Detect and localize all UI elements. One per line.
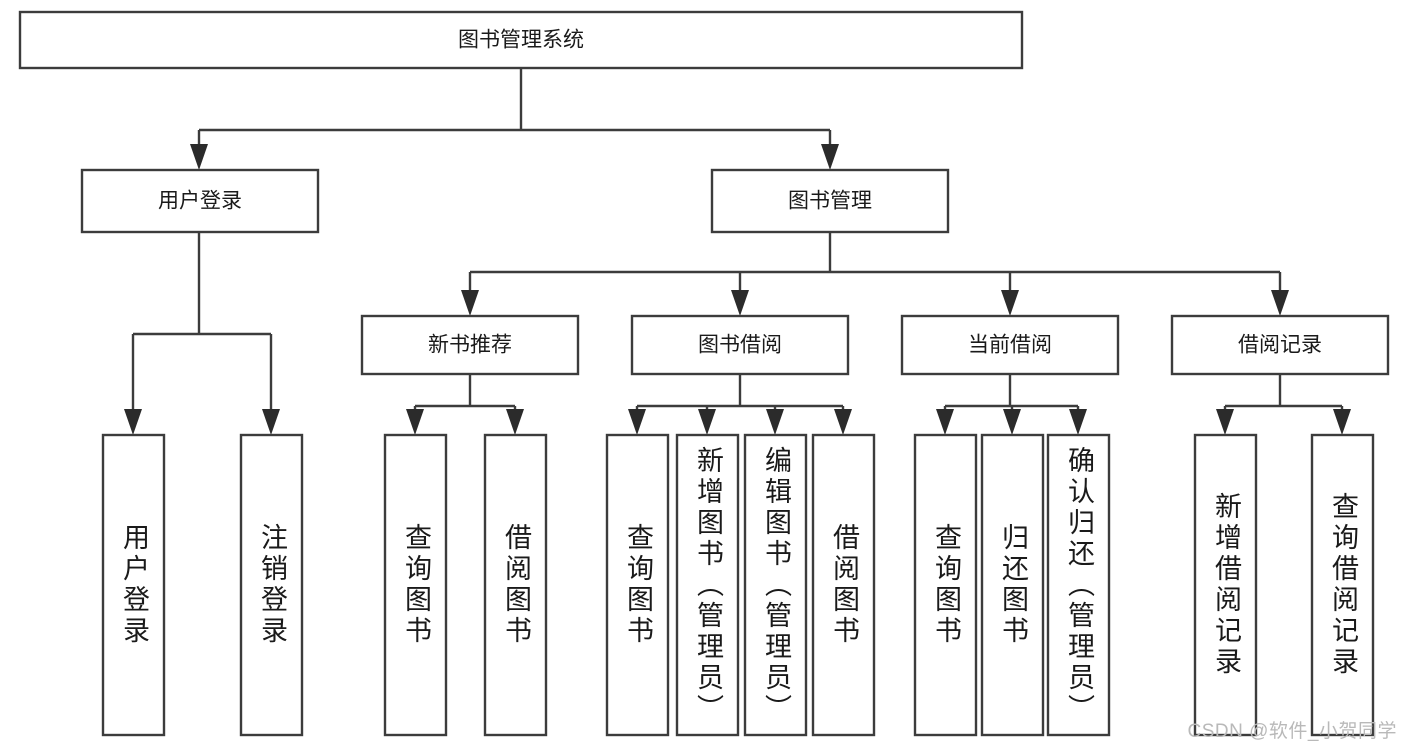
arrow-head-icon xyxy=(506,409,524,435)
connector-group-root-to-level2 xyxy=(190,68,839,170)
connector-group-bookborrow-to-leaves xyxy=(628,374,852,435)
arrow-head-icon xyxy=(461,290,479,316)
node-label-new-book-recommend: 新书推荐 xyxy=(428,334,512,357)
node-box-leaf-add-record[interactable] xyxy=(1193,433,1258,737)
box-layer xyxy=(18,10,1390,737)
node-box-book-borrow[interactable] xyxy=(630,314,850,376)
node-box-leaf-logout[interactable] xyxy=(239,433,304,737)
arrow-head-icon xyxy=(1069,409,1087,435)
arrow-head-icon xyxy=(834,409,852,435)
connector-group-newbook-to-leaves xyxy=(406,374,524,435)
arrow-head-icon xyxy=(936,409,954,435)
arrow-head-icon xyxy=(262,409,280,435)
arrow-head-icon xyxy=(124,409,142,435)
node-box-leaf-edit-book[interactable] xyxy=(743,433,808,737)
node-label-book-manage: 图书管理 xyxy=(788,190,872,213)
arrow-head-icon xyxy=(190,144,208,170)
node-box-book-manage[interactable] xyxy=(710,168,950,234)
connector-group-bookmanage-to-level3 xyxy=(461,232,1289,316)
connector-group-currentborrow-to-leaves xyxy=(936,374,1087,435)
node-box-leaf-borrow-book-2[interactable] xyxy=(811,433,876,737)
arrow-head-icon xyxy=(1271,290,1289,316)
connector-layer xyxy=(124,68,1351,435)
node-box-new-book-recommend[interactable] xyxy=(360,314,580,376)
node-box-leaf-borrow-book-1[interactable] xyxy=(483,433,548,737)
arrow-head-icon xyxy=(698,409,716,435)
node-label-root: 图书管理系统 xyxy=(458,29,584,52)
node-box-leaf-query-book-1[interactable] xyxy=(383,433,448,737)
arrow-head-icon xyxy=(628,409,646,435)
node-box-root[interactable] xyxy=(18,10,1024,70)
node-box-leaf-confirm-return[interactable] xyxy=(1046,433,1111,737)
node-box-leaf-query-book-3[interactable] xyxy=(913,433,978,737)
node-box-leaf-add-book[interactable] xyxy=(675,433,740,737)
arrow-head-icon xyxy=(1333,409,1351,435)
node-box-current-borrow[interactable] xyxy=(900,314,1120,376)
node-box-borrow-record[interactable] xyxy=(1170,314,1390,376)
arrow-head-icon xyxy=(1001,290,1019,316)
node-box-leaf-query-record[interactable] xyxy=(1310,433,1375,737)
node-box-leaf-return-book[interactable] xyxy=(980,433,1045,737)
node-label-current-borrow: 当前借阅 xyxy=(968,334,1052,357)
connector-group-userlogin-to-leaves xyxy=(124,232,280,435)
arrow-head-icon xyxy=(1003,409,1021,435)
node-label-book-borrow: 图书借阅 xyxy=(698,334,782,357)
arrow-head-icon xyxy=(731,290,749,316)
node-box-leaf-query-book-2[interactable] xyxy=(605,433,670,737)
arrow-head-icon xyxy=(766,409,784,435)
arrow-head-icon xyxy=(406,409,424,435)
node-label-borrow-record: 借阅记录 xyxy=(1238,334,1322,357)
arrow-head-icon xyxy=(821,144,839,170)
connector-group-borrowrecord-to-leaves xyxy=(1216,374,1351,435)
csdn-watermark: CSDN @软件_小贺同学 xyxy=(1187,721,1397,742)
node-box-leaf-user-login[interactable] xyxy=(101,433,166,737)
node-label-user-login: 用户登录 xyxy=(158,190,242,213)
node-box-user-login[interactable] xyxy=(80,168,320,234)
arrow-head-icon xyxy=(1216,409,1234,435)
